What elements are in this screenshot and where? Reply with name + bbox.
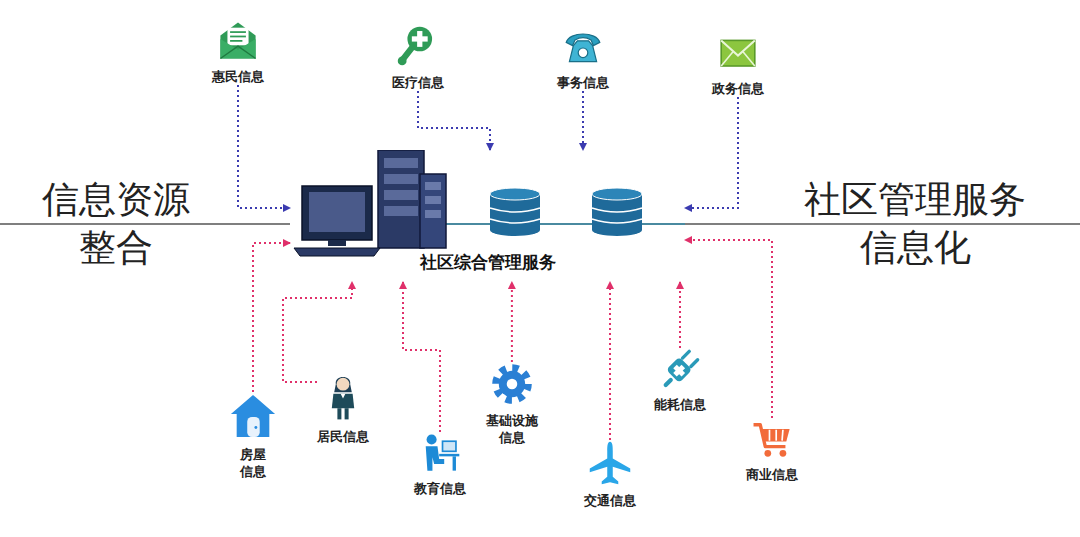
info-label: 教育信息 bbox=[414, 480, 466, 497]
info-source-node: 惠民信息 bbox=[212, 18, 264, 85]
divider-line bbox=[0, 223, 290, 225]
info-label: 交通信息 bbox=[584, 492, 636, 509]
plug-icon bbox=[659, 348, 701, 394]
edu-icon bbox=[418, 432, 462, 478]
info-label: 医疗信息 bbox=[392, 74, 444, 91]
dotted-arrow bbox=[685, 240, 772, 418]
info-label: 事务信息 bbox=[557, 74, 609, 91]
env-icon bbox=[715, 34, 761, 78]
info-label: 惠民信息 bbox=[212, 68, 264, 85]
info-source-node: 事务信息 bbox=[557, 28, 609, 91]
info-source-node: 能耗信息 bbox=[654, 348, 706, 413]
central-service-node: 社区综合管理服务 bbox=[290, 150, 685, 282]
info-source-node: 政务信息 bbox=[712, 34, 764, 97]
dotted-arrow bbox=[418, 91, 490, 150]
info-label: 居民信息 bbox=[317, 428, 369, 445]
med-icon bbox=[396, 24, 440, 72]
cart-icon bbox=[749, 418, 795, 464]
dotted-arrow bbox=[283, 282, 352, 382]
divider-line bbox=[685, 223, 1080, 225]
info-label: 能耗信息 bbox=[654, 396, 706, 413]
info-label: 房屋 信息 bbox=[237, 446, 268, 480]
house-icon bbox=[228, 392, 278, 444]
woman-icon bbox=[327, 372, 359, 426]
plane-icon bbox=[587, 440, 633, 490]
dotted-arrow bbox=[685, 97, 738, 208]
info-source-node: 居民信息 bbox=[317, 372, 369, 445]
dotted-arrow bbox=[238, 85, 290, 208]
dotted-arrow bbox=[582, 91, 584, 150]
dotted-arrow bbox=[609, 282, 611, 440]
info-source-node: 教育信息 bbox=[414, 432, 466, 497]
center-title: 社区综合管理服务 bbox=[380, 251, 595, 273]
info-source-node: 医疗信息 bbox=[392, 24, 444, 91]
dotted-arrow bbox=[679, 282, 681, 348]
dotted-arrow bbox=[511, 282, 513, 362]
mail-icon bbox=[216, 18, 260, 66]
info-source-node: 交通信息 bbox=[584, 440, 636, 509]
dotted-arrow bbox=[253, 243, 290, 392]
dotted-arrow bbox=[403, 282, 440, 432]
gear-icon bbox=[490, 362, 534, 410]
section-label: 信息资源 整合 bbox=[32, 176, 200, 272]
phone-icon bbox=[560, 28, 606, 72]
info-source-node: 商业信息 bbox=[746, 418, 798, 483]
info-label: 基础设施 信息 bbox=[482, 412, 542, 446]
info-label: 商业信息 bbox=[746, 466, 798, 483]
info-source-node: 房屋 信息 bbox=[228, 392, 278, 480]
info-source-node: 基础设施 信息 bbox=[482, 362, 542, 446]
section-label: 社区管理服务 信息化 bbox=[790, 176, 1040, 272]
info-label: 政务信息 bbox=[712, 80, 764, 97]
